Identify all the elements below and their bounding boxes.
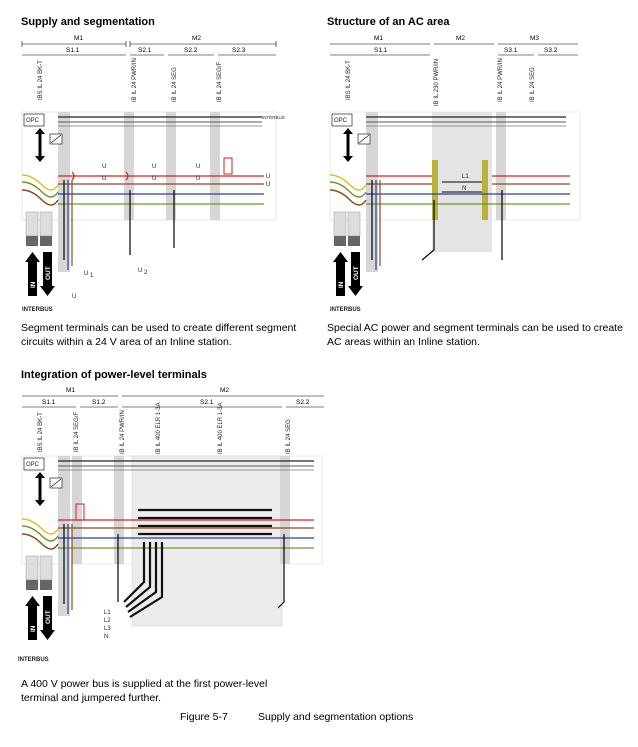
p3-terminal-elr1: IB IL 400 ELR 1-3A (156, 403, 162, 454)
p3-in: IN (30, 625, 37, 632)
p2-module-m2: M2 (456, 35, 465, 42)
p3-opc: OPC (26, 462, 40, 468)
p1-section-s21: S2.1 (138, 47, 152, 54)
p3-terminal-bk: IBS IL 24 BK-T (38, 412, 44, 452)
p1-u2: U (138, 268, 142, 274)
panel1-diagram: M1 M2 S1.1 S2.1 S2.2 S2.3 IBS IL 24 BK-T… (21, 35, 285, 313)
p3-l1: L1 (104, 610, 111, 616)
p2-terminal-230: IB IL 230 PWR/IN (434, 59, 440, 106)
panel3-diagram: M1 M2 S1.1 S1.2 S2.1 S2.2 IBS IL 24 BK-T… (18, 387, 324, 663)
p1-u-label-b: U (102, 176, 106, 182)
p2-terminal-bk: IBS IL 24 BK-T (346, 60, 352, 100)
p1-terminal-segf: IB IL 24 SEG/F (217, 62, 223, 102)
p2-l1: L1 (462, 174, 469, 180)
panel2-title: Structure of an AC area (327, 16, 450, 28)
p1-interbus-right: INTERBUS (262, 115, 285, 120)
panel1-caption: Segment terminals can be used to create … (21, 322, 297, 348)
p2-out: OUT (353, 266, 360, 280)
p1-section-s22: S2.2 (184, 47, 198, 54)
p1-u-label-a: U (102, 164, 106, 170)
panel3-caption: A 400 V power bus is supplied at the fir… (21, 678, 268, 704)
p2-in: IN (338, 281, 345, 288)
p1-out: OUT (45, 266, 52, 280)
p1-interbus: INTERBUS (22, 307, 53, 313)
p1-section-s23: S2.3 (232, 47, 246, 54)
p1-opc: OPC (26, 118, 40, 124)
p1-u2-sub: 2 (144, 270, 148, 276)
p3-n: N (104, 634, 108, 640)
p2-section-s11: S1.1 (374, 47, 388, 54)
p2-interbus: INTERBUS (330, 307, 361, 313)
p1-u1: U (84, 271, 88, 277)
panel1-title: Supply and segmentation (21, 16, 155, 28)
p2-section-s31: S3.1 (504, 47, 518, 54)
p2-section-s32: S3.2 (544, 47, 558, 54)
figure-caption: Supply and segmentation options (258, 711, 414, 723)
p2-terminal-pwr: IB IL 24 PWR/IN (498, 58, 504, 102)
p1-u1-sub: 1 (90, 273, 94, 279)
p1-um-right: U (266, 182, 270, 188)
p2-module-m1: M1 (374, 35, 383, 42)
p3-module-m1: M1 (66, 387, 75, 394)
p2-module-m3: M3 (530, 35, 539, 42)
p3-interbus: INTERBUS (18, 657, 49, 663)
p1-module-m1: M1 (74, 35, 83, 42)
p1-terminal-seg: IB IL 24 SEG (172, 67, 178, 102)
p1-terminal-bk: IBS IL 24 BK-T (38, 60, 44, 100)
p1-module-m2: M2 (192, 35, 201, 42)
p3-l3: L3 (104, 626, 111, 632)
p3-section-s12: S1.2 (92, 399, 106, 406)
panel2-caption: Special AC power and segment terminals c… (327, 322, 623, 348)
p3-terminal-seg: IB IL 24 SEG (286, 419, 292, 454)
p3-terminal-elr2: IB IL 400 ELR 1-3A (218, 403, 224, 454)
p1-u-label-e: U (196, 164, 200, 170)
panel3-title: Integration of power-level terminals (21, 369, 207, 381)
p1-terminal-pwr: IB IL 24 PWR/IN (132, 58, 138, 102)
p1-u-label-f: U (196, 176, 200, 182)
figure-number: Figure 5-7 (180, 711, 228, 723)
p3-terminal-segf: IB IL 24 SEG/F (74, 412, 80, 452)
p1-u-label-c: U (152, 164, 156, 170)
p3-section-s11: S1.1 (42, 399, 56, 406)
p3-l2: L2 (104, 618, 111, 624)
p2-n: N (462, 186, 466, 192)
p1-u-label-d: U (152, 176, 156, 182)
p2-terminal-seg: IB IL 24 SEG (530, 67, 536, 102)
p3-out: OUT (45, 610, 52, 624)
p2-opc: OPC (334, 118, 348, 124)
p1-ubk: U (72, 294, 76, 300)
panel2-diagram: M1 M2 M3 S1.1 S3.1 S3.2 IBS IL 24 BK-T I… (329, 35, 581, 313)
p3-terminal-pwr: IB IL 24 PWR/IN (120, 410, 126, 454)
p1-section-s11: S1.1 (66, 47, 80, 54)
p3-module-m2: M2 (220, 387, 229, 394)
p1-us-right: U (266, 174, 270, 180)
p1-in: IN (30, 281, 37, 288)
p3-section-s21: S2.1 (200, 399, 214, 406)
p3-section-s22: S2.2 (296, 399, 310, 406)
